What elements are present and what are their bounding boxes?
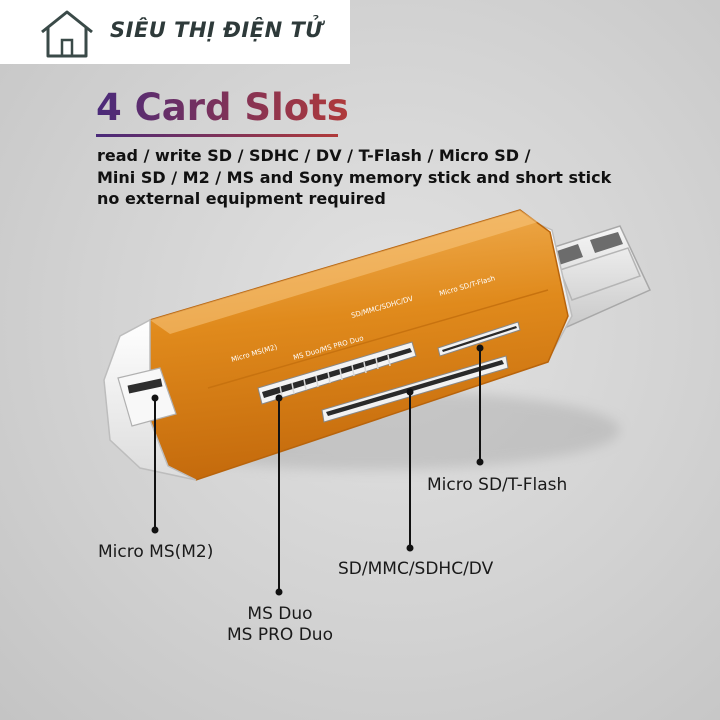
end-cap-left (103, 318, 197, 481)
leader-dot (406, 388, 414, 396)
title-underline (96, 134, 338, 137)
description-line: no external equipment required (97, 189, 386, 208)
body-highlight (150, 210, 538, 334)
leader-dot (151, 394, 159, 402)
brand-name: SIÊU THỊ ĐIỆN TỬ (110, 18, 323, 42)
label-ms-duo-line: MS Duo (247, 604, 313, 624)
description-line: Mini SD / M2 / MS and Sony memory stick … (97, 168, 612, 187)
leader-dot (476, 344, 484, 352)
body-ridge (207, 289, 549, 389)
page-title: 4 Card Slots (96, 86, 349, 129)
leader-dot (151, 526, 159, 534)
leader-lines (154, 348, 481, 592)
house-icon (41, 10, 93, 58)
label-micro-ms: Micro MS(M2) (98, 542, 214, 562)
sd-slot (321, 355, 509, 423)
label-ms-duo: MS Duo MS PRO Duo (220, 604, 340, 646)
micro-sd-slot (437, 321, 521, 357)
label-ms-duo-line: MS PRO Duo (227, 625, 333, 645)
label-micro-sd: Micro SD/T-Flash (427, 475, 568, 495)
leader-dot (406, 544, 414, 552)
leader-dot (275, 394, 283, 402)
description-line: read / write SD / SDHC / DV / T-Flash / … (97, 146, 531, 165)
leader-dot (275, 588, 283, 596)
label-sd: SD/MMC/SDHC/DV (338, 559, 494, 579)
leader-dot (476, 458, 484, 466)
ms-duo-slot (257, 341, 417, 405)
brand-logo: SIÊU THỊ ĐIỆN TỬ (0, 0, 350, 64)
